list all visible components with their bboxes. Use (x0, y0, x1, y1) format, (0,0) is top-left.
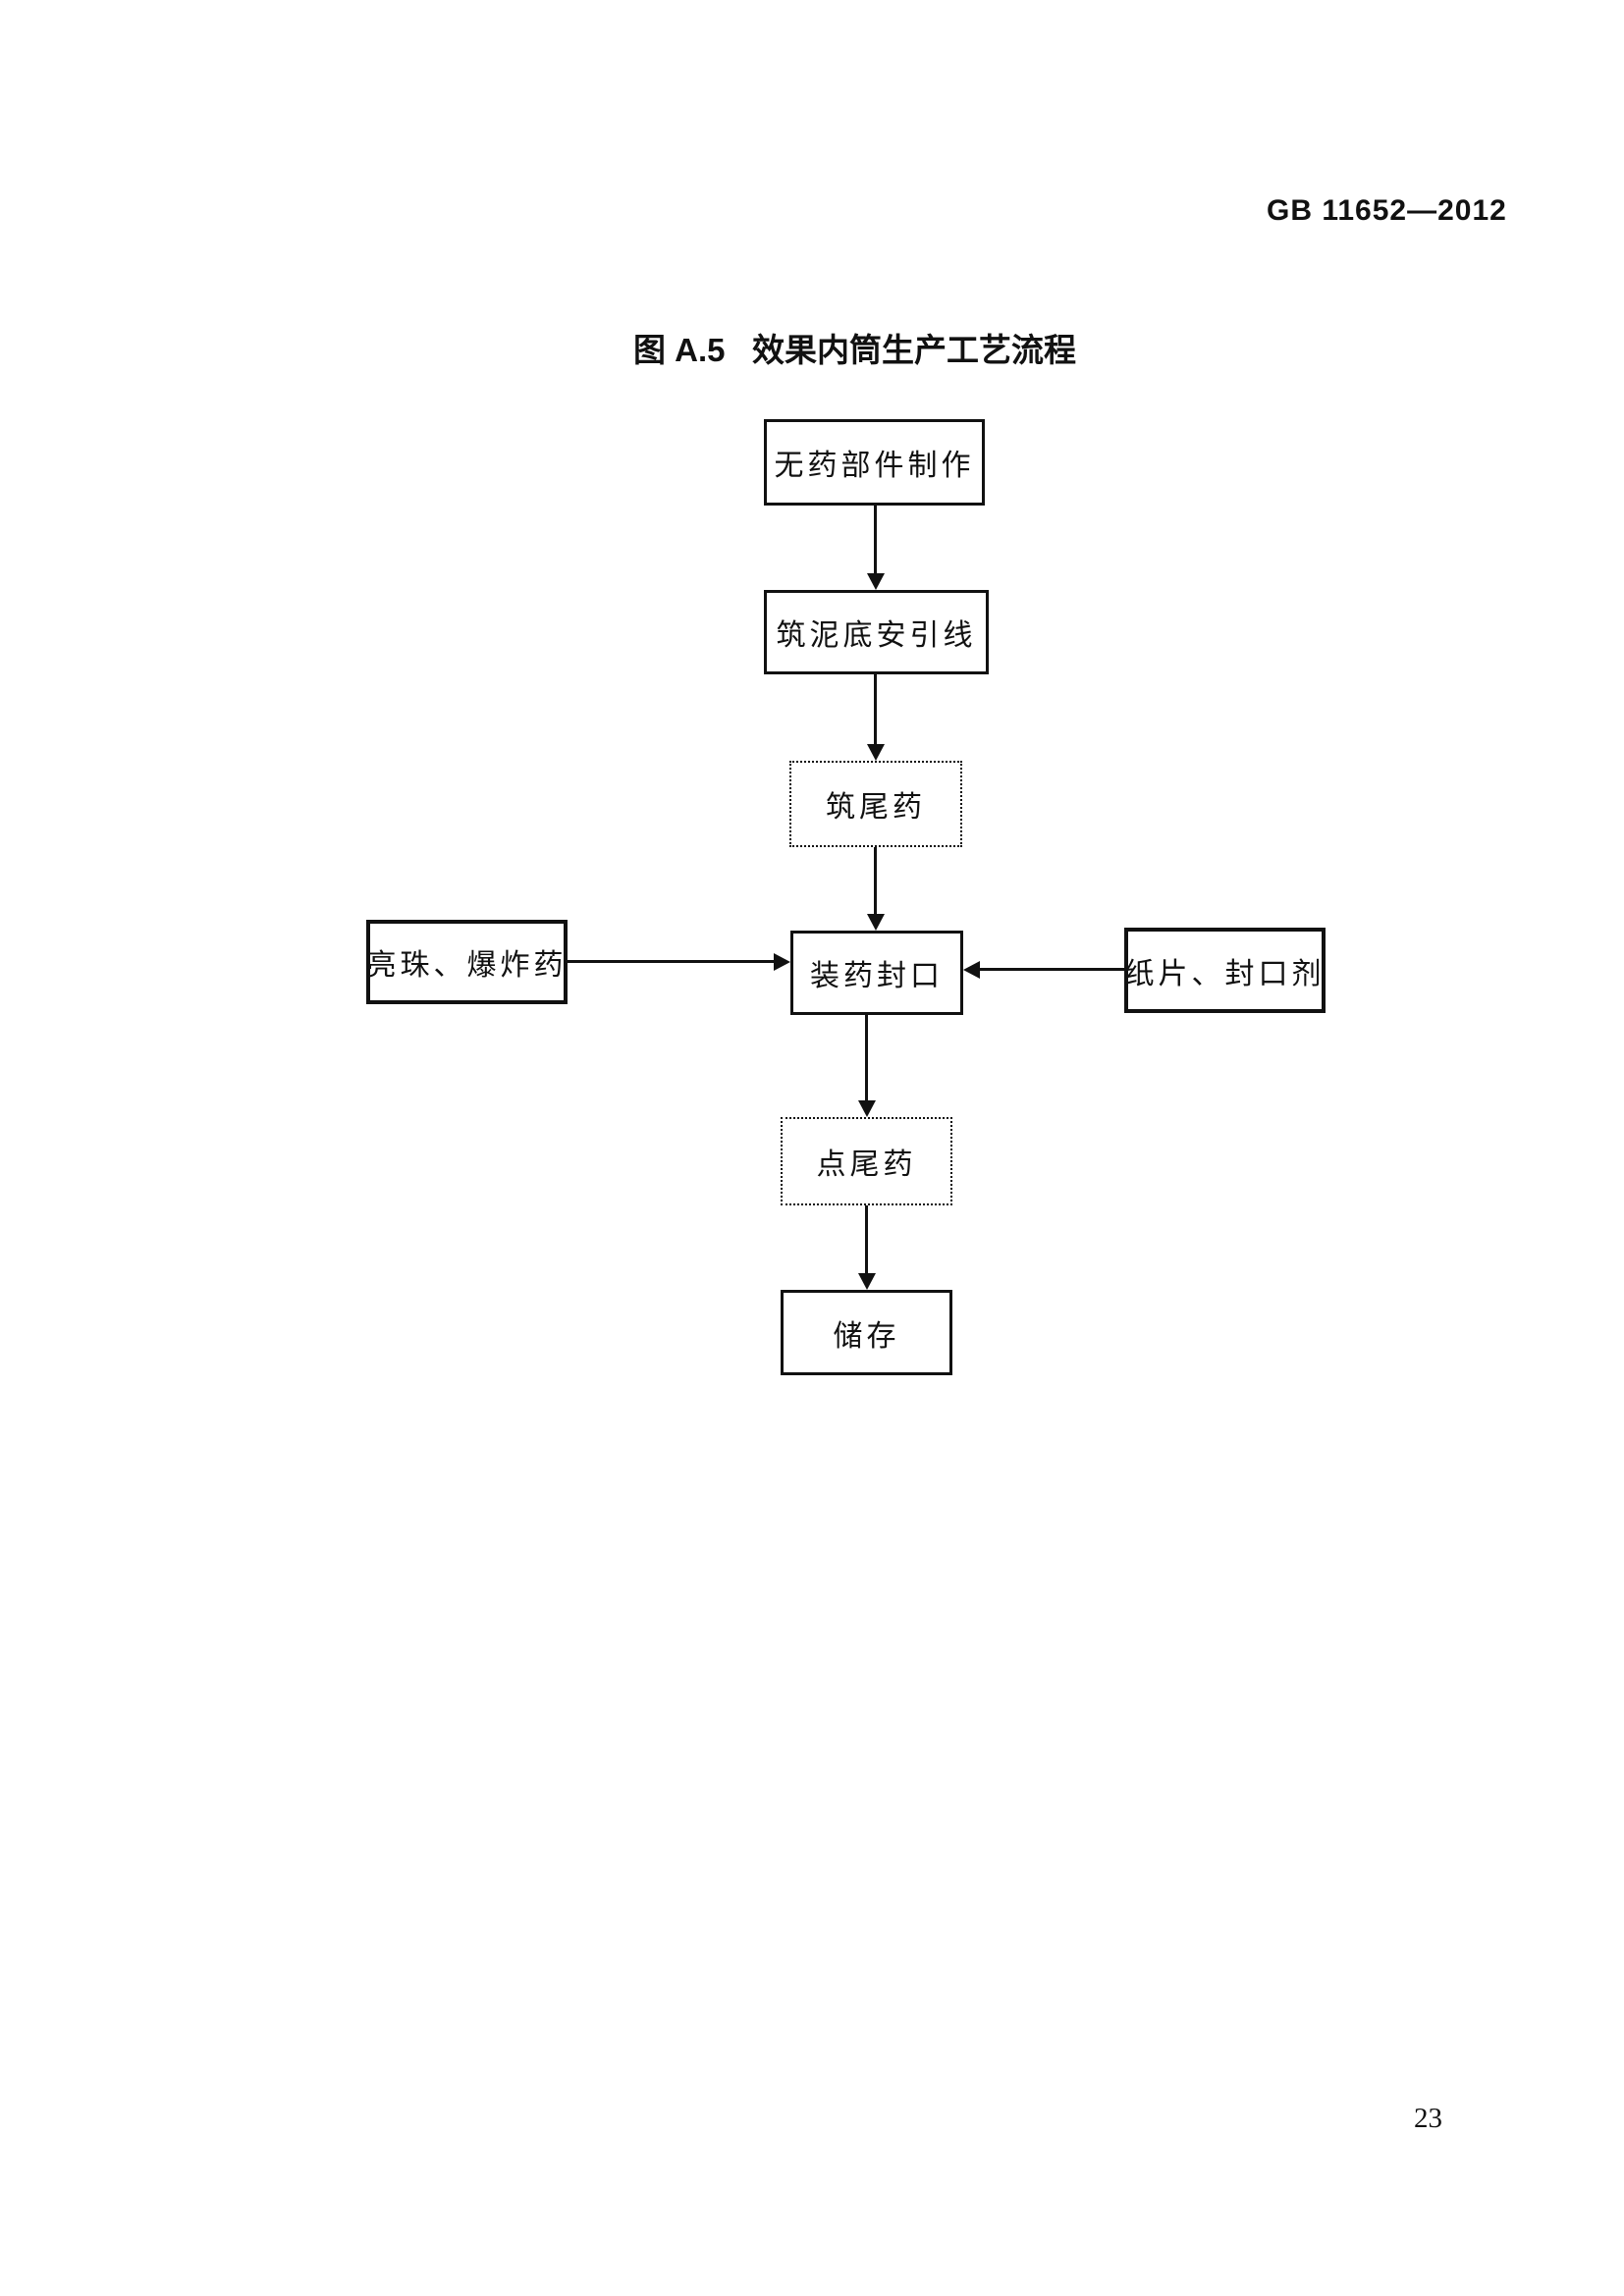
flow-node-label: 装药封口 (810, 960, 944, 992)
arrow-ramclay-to-ramtail (874, 674, 877, 744)
flow-node-label: 纸片、封口剂 (1124, 957, 1326, 990)
flow-node-load-and-seal: 装药封口 (790, 931, 963, 1015)
arrow-loadseal-to-primetail (865, 1015, 868, 1100)
flow-node-paper-sealant: 纸片、封口剂 (1124, 928, 1326, 1013)
flow-node-label: 筑泥底安引线 (776, 619, 977, 652)
flow-node-ram-clay-fuse: 筑泥底安引线 (764, 590, 989, 674)
figure-title: 图 A.5 效果内筒生产工艺流程 (633, 332, 1077, 368)
standard-code-header: GB 11652—2012 (1267, 194, 1507, 227)
flow-node-prime-tail-charge: 点尾药 (781, 1117, 952, 1205)
arrow-ramtail-to-loadseal (874, 847, 877, 914)
flow-node-label: 无药部件制作 (774, 450, 975, 482)
arrow-primetail-to-storage (865, 1205, 868, 1273)
arrow-stars-to-loadseal (568, 960, 774, 963)
arrow-paper-to-loadseal (980, 968, 1124, 971)
page-number: 23 (1414, 2103, 1442, 2134)
flow-node-stars-explosive: 亮珠、爆炸药 (366, 920, 568, 1004)
flow-node-ram-tail-charge: 筑尾药 (789, 761, 962, 847)
flow-node-label: 亮珠、爆炸药 (366, 949, 568, 982)
flow-node-label: 储存 (833, 1319, 900, 1353)
arrow-make-to-ramclay (874, 506, 877, 573)
flow-node-make-inert-parts: 无药部件制作 (764, 419, 985, 506)
flow-node-label: 点尾药 (816, 1148, 917, 1181)
flow-node-label: 筑尾药 (826, 791, 926, 824)
flow-node-storage: 储存 (781, 1290, 952, 1375)
